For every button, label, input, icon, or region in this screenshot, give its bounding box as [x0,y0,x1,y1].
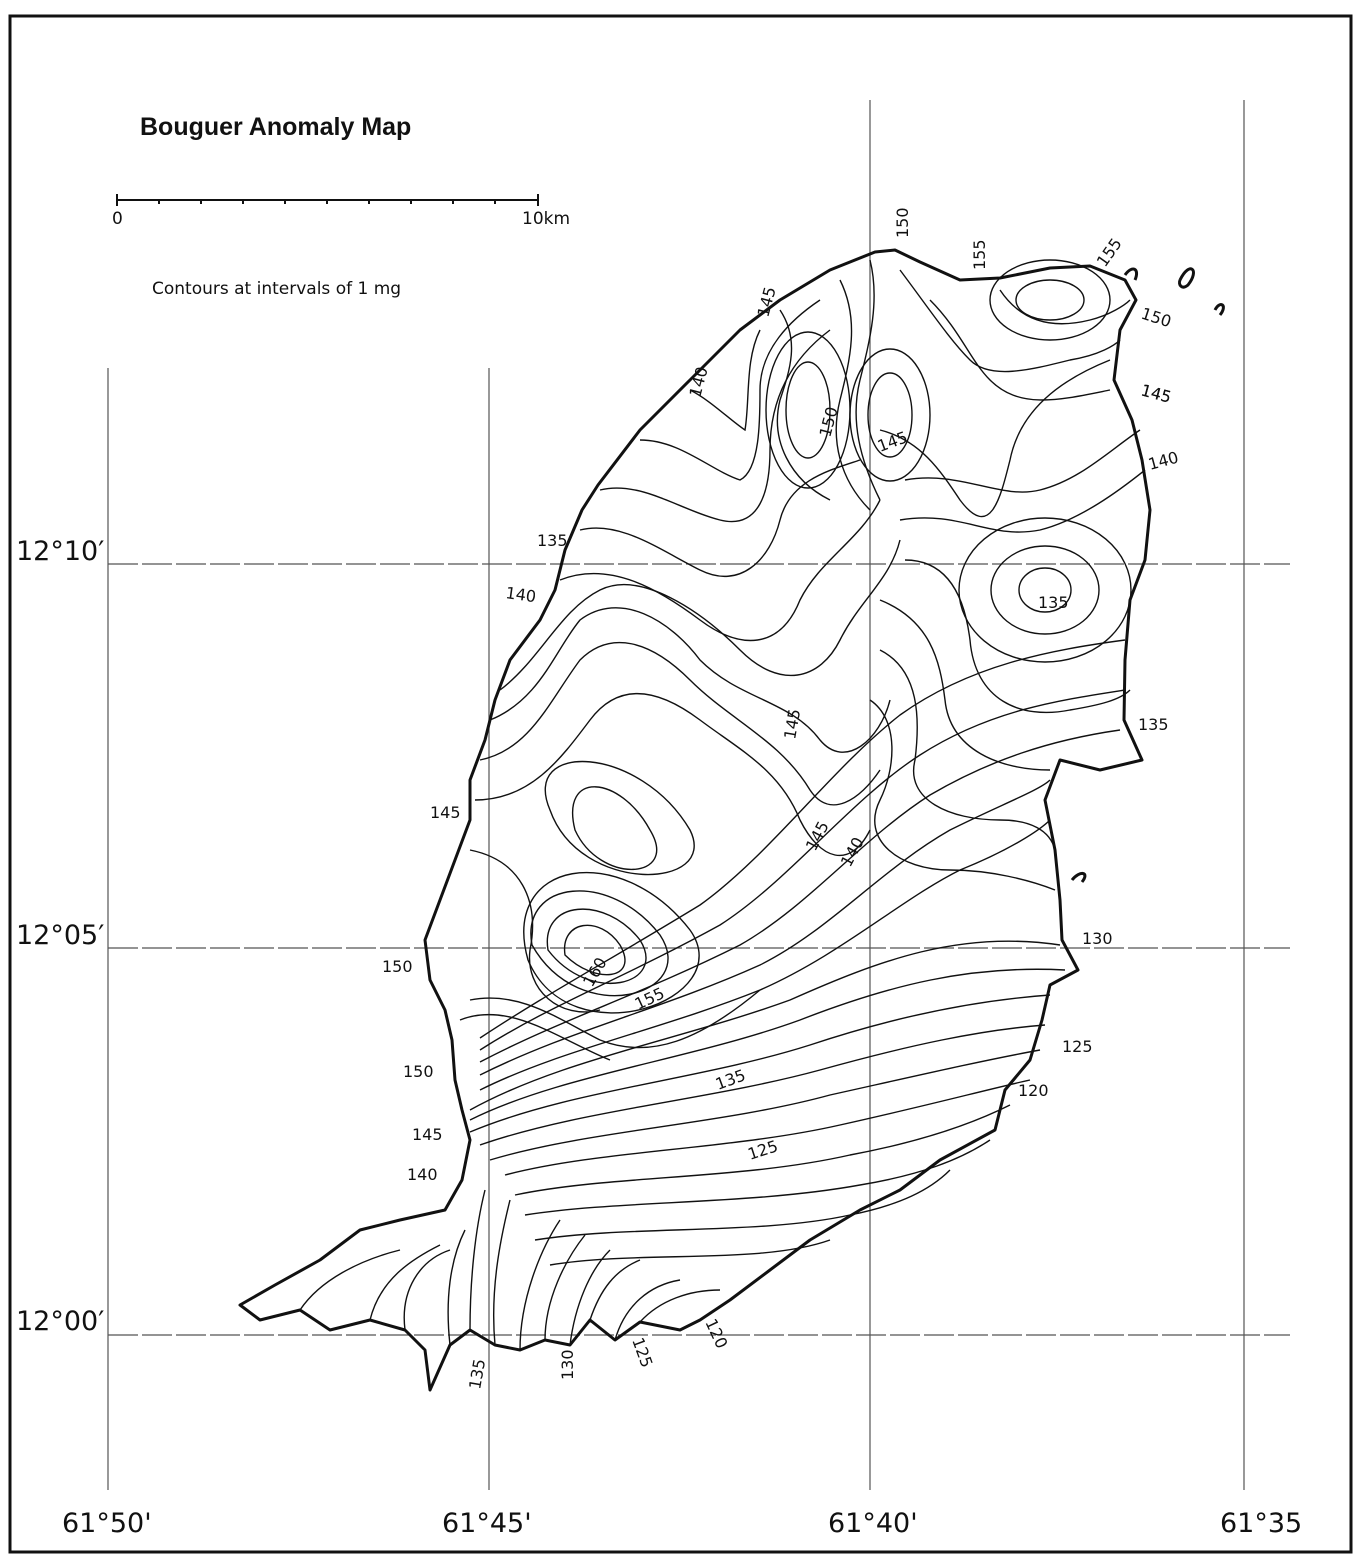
contour-labels: 150 155 155 150 145 145 140 150 145 145 … [382,207,1181,1390]
contour-label: 130 [1082,929,1113,948]
contour-label: 145 [875,427,910,455]
contour-label: 155 [632,983,668,1013]
contour-label: 145 [754,285,780,319]
contour-label: 135 [465,1357,489,1390]
lon-label-61-45: 61°45' [442,1508,532,1539]
map-title: Bouguer Anomaly Map [140,113,411,141]
contour-interval-note: Contours at intervals of 1 mg [152,279,401,299]
lat-label-12-10: 12°10′ [16,536,104,567]
contour-label: 135 [1138,715,1169,734]
contour-label: 140 [504,583,537,606]
lon-label-61-35: 61°35 [1220,1508,1302,1539]
scale-start-label: 0 [112,209,123,229]
lon-label-61-40: 61°40' [828,1508,918,1539]
contour-label: 145 [412,1125,443,1144]
contour-label: 150 [403,1062,434,1081]
contour-label: 145 [430,803,461,822]
offshore-islets [1070,267,1225,883]
contour-label: 155 [970,239,989,270]
contour-label: 150 [1139,304,1174,332]
contour-label: 130 [558,1349,577,1380]
contour-label: 120 [1018,1081,1049,1100]
lat-label-12-05: 12°05′ [16,920,104,951]
bouguer-anomaly-map: Bouguer Anomaly Map 0 10km Contours at i… [8,14,1353,1554]
contour-label: 145 [1139,381,1173,407]
scale-bar [116,194,539,206]
contour-label: 140 [1146,448,1180,474]
contour-label: 145 [780,707,804,740]
island-coastline [238,248,1152,1392]
contour-label: 135 [1038,593,1069,612]
contour-label: 145 [802,818,833,854]
contour-label: 155 [1093,234,1126,270]
scale-end-label: 10km [522,209,570,229]
contour-label: 160 [579,954,611,990]
lon-label-61-50: 61°50' [62,1508,152,1539]
contour-label: 120 [701,1316,731,1352]
lat-label-12-00: 12°00′ [16,1306,104,1337]
graticule [107,100,1290,1490]
contour-label: 150 [893,207,912,238]
contour-label: 150 [382,957,413,976]
contour-label: 140 [686,365,712,399]
contour-label: 135 [537,531,568,550]
contour-label: 125 [628,1335,656,1370]
contour-label: 150 [816,405,842,439]
contour-label: 140 [407,1165,438,1184]
contour-lines [299,259,1146,1351]
contour-label: 140 [837,834,868,870]
map-border [8,14,1353,1554]
contour-label: 135 [713,1065,748,1093]
contour-label: 125 [1062,1037,1093,1056]
